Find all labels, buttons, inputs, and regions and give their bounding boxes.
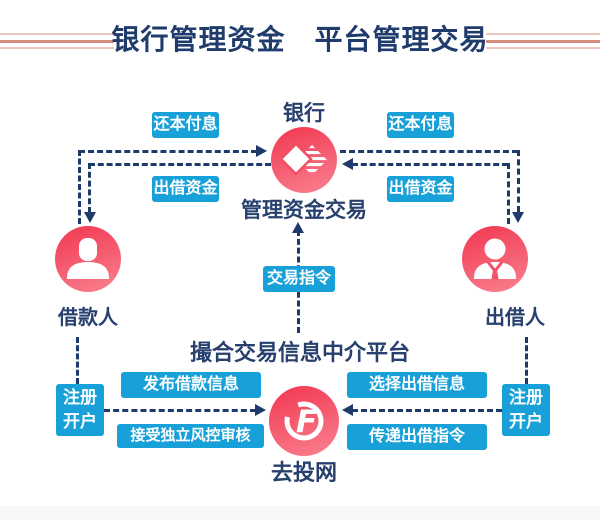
flow-label-left-repay: 还本付息	[152, 112, 219, 138]
platform-label: 撮合交易信息中介平台	[189, 340, 410, 365]
flow-line-borrower-to-bank	[79, 150, 257, 153]
register-line2: 开户	[63, 412, 97, 431]
bottom-fade	[0, 506, 600, 520]
bank-node	[271, 127, 337, 193]
arrowhead-into-qutou-right	[342, 404, 353, 416]
flow-line-register-to-qutou-left	[104, 409, 256, 412]
borrower-label: 借款人	[58, 307, 118, 329]
flow-label-accept-risk-review: 接受独立风控审核	[117, 424, 264, 448]
qutou-logo-icon: F	[284, 401, 324, 441]
flow-line-bank-to-borrower	[89, 163, 271, 166]
flow-line-register-to-qutou-right	[352, 409, 502, 412]
flow-label-right-repay: 还本付息	[387, 112, 454, 138]
flow-line-lender-to-register	[525, 337, 528, 384]
flow-label-publish-loan-info: 发布借款信息	[121, 372, 261, 398]
borrower-node	[55, 226, 121, 292]
arrowhead-into-lender	[512, 212, 524, 223]
decor-line	[486, 40, 600, 43]
decor-line	[486, 47, 600, 49]
flow-line-borrower-down	[88, 163, 91, 213]
title-decor-right	[486, 33, 600, 53]
flow-label-trade-order: 交易指令	[263, 266, 335, 292]
decor-line	[486, 33, 600, 35]
qutou-label: 去投网	[270, 460, 337, 485]
register-line1: 注册	[63, 388, 97, 407]
title-decor-left	[0, 33, 114, 53]
bank-cards-icon	[279, 142, 327, 176]
borrower-person-icon	[67, 238, 109, 279]
flow-line-borrower-up	[78, 150, 81, 224]
register-line2: 开户	[509, 412, 543, 431]
flow-line-lender-to-bank	[352, 163, 508, 166]
lender-label: 出借人	[485, 307, 545, 329]
decor-line	[0, 33, 114, 35]
decor-line	[0, 47, 114, 49]
flow-line-lender-down	[517, 150, 520, 212]
lender-register-badge: 注册 开户	[502, 384, 550, 436]
arrowhead-into-bank-right	[342, 158, 353, 170]
bank-label: 银行	[283, 102, 325, 125]
decor-line	[0, 40, 114, 43]
lender-person-icon	[474, 238, 516, 279]
flow-label-select-lend-info: 选择出借信息	[347, 372, 487, 398]
register-line1: 注册	[509, 388, 543, 407]
flow-label-left-lend: 出借资金	[152, 176, 219, 202]
page-title: 银行管理资金 平台管理交易	[111, 24, 489, 55]
flow-line-bank-to-lender	[340, 150, 518, 153]
qutou-node: F	[269, 386, 339, 456]
arrowhead-into-qutou-left	[255, 404, 266, 416]
flow-line-borrower-to-register	[76, 337, 79, 384]
flow-label-right-lend: 出借资金	[387, 176, 454, 202]
flow-line-lender-up	[507, 163, 510, 224]
arrowhead-into-borrower	[84, 212, 96, 223]
flow-label-send-lend-order: 传递出借指令	[347, 424, 487, 450]
borrower-register-badge: 注册 开户	[56, 384, 104, 436]
lender-node	[462, 226, 528, 292]
arrowhead-into-bank-bottom	[292, 222, 304, 233]
arrowhead-into-bank-left	[256, 145, 267, 157]
qutou-logo-letter: F	[296, 404, 317, 440]
bank-subtitle: 管理资金交易	[241, 199, 367, 222]
